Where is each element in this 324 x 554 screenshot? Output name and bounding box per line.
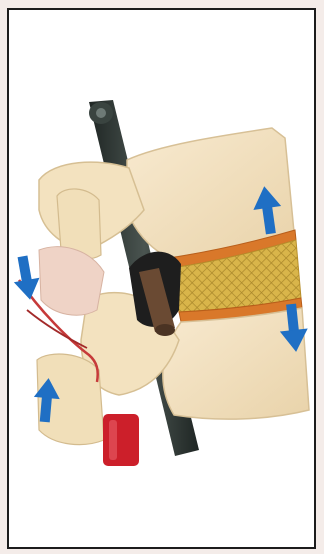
upper-vertebra — [39, 128, 294, 259]
red-marker — [103, 414, 139, 466]
downward-arrow — [10, 254, 43, 302]
spine-model-illustration — [9, 10, 314, 547]
figure-frame — [7, 8, 316, 549]
